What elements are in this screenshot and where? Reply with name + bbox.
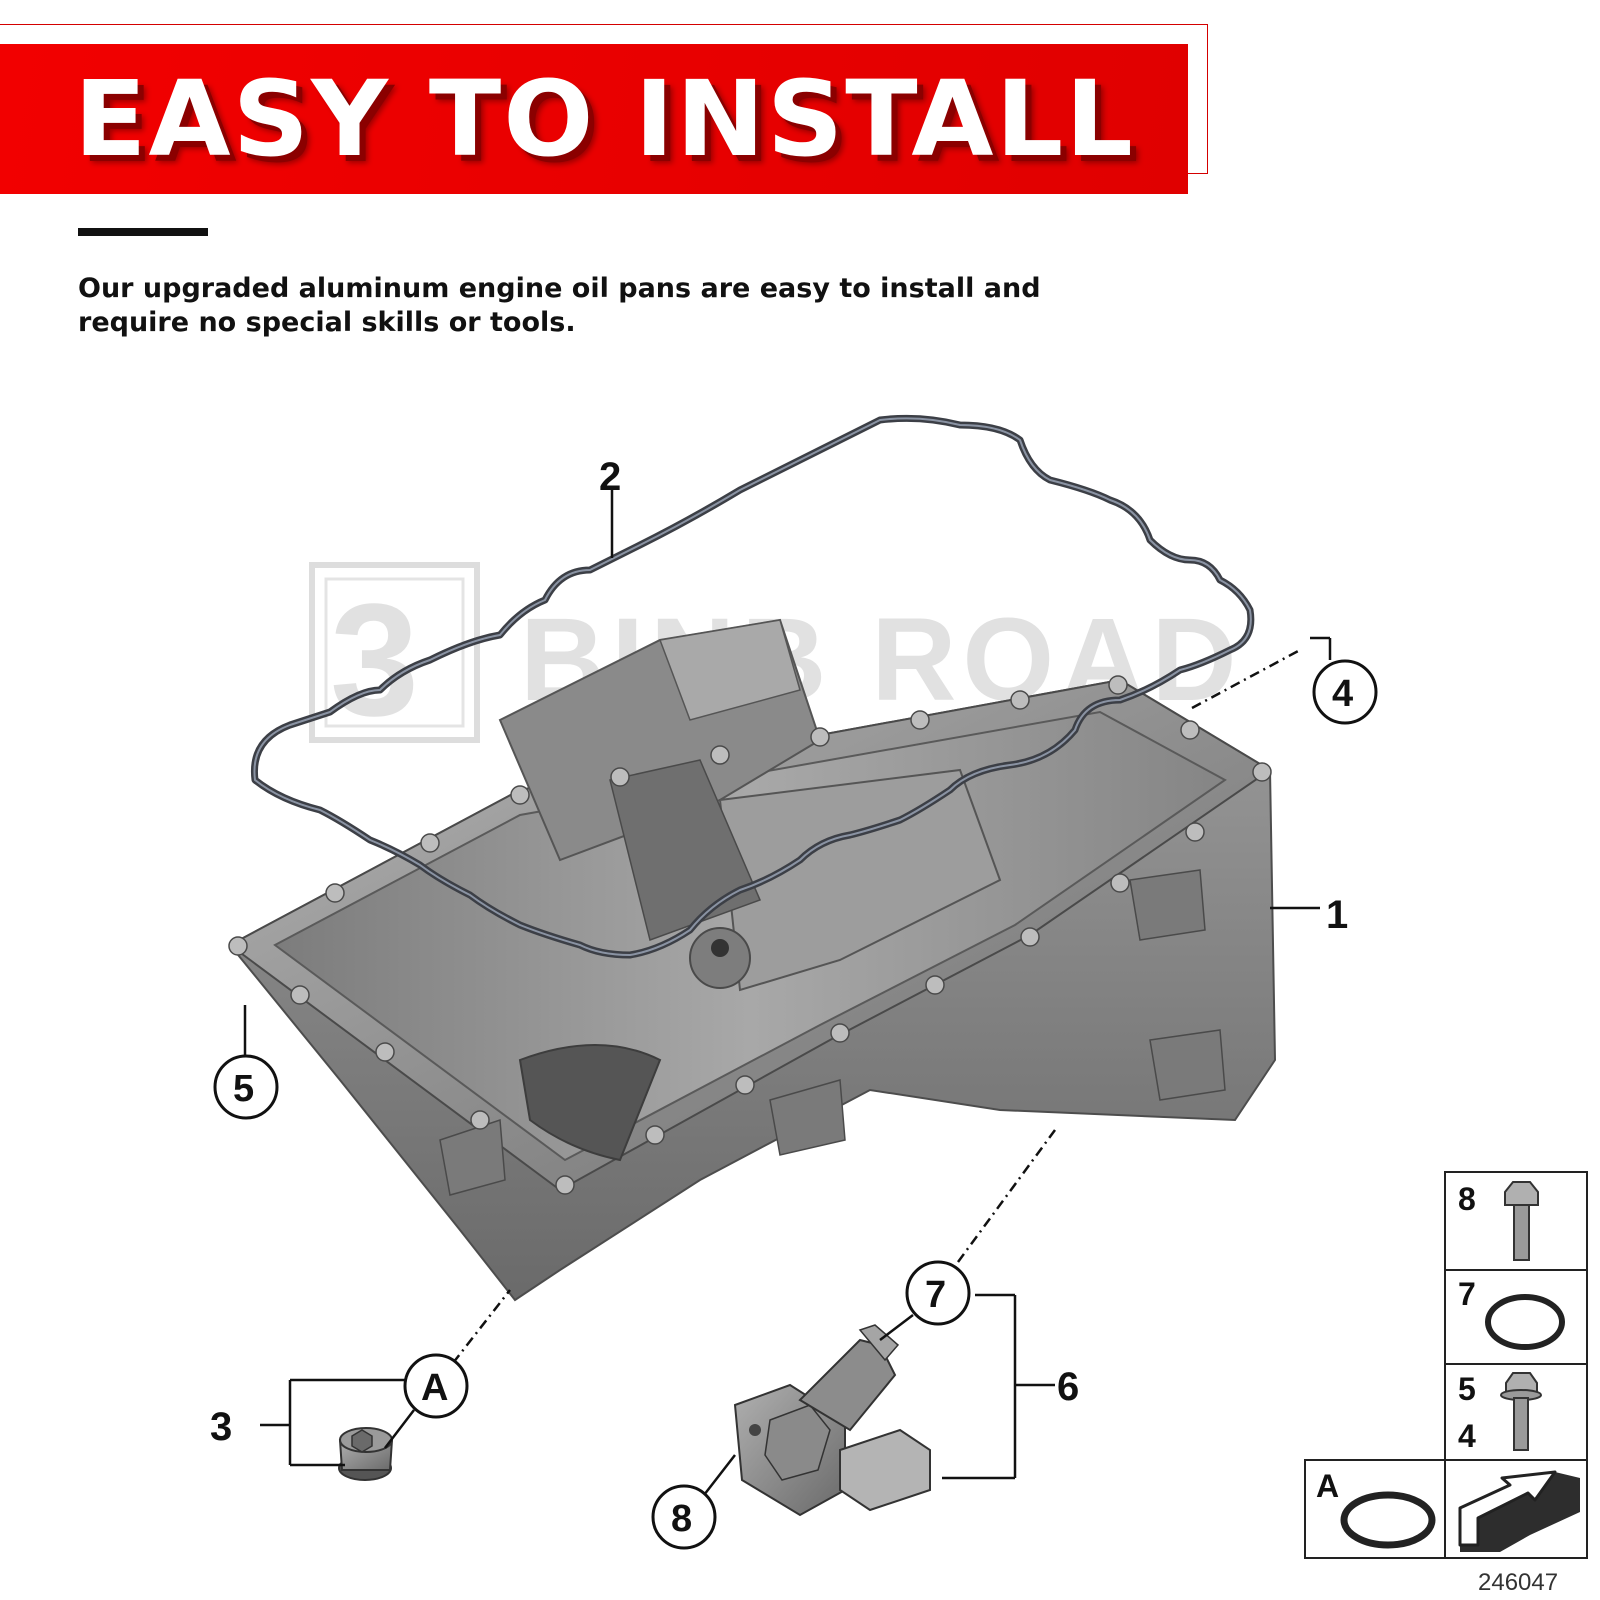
o-ring-icon — [1340, 1491, 1436, 1549]
banner-title: EASY TO INSTALL — [74, 58, 1135, 180]
leader-lines — [243, 488, 1332, 1496]
callout-sensor-bolt: 8 — [671, 1498, 692, 1540]
flange-bolt-icon — [1500, 1372, 1542, 1451]
legend-label-a: A — [1316, 1468, 1339, 1504]
banner: EASY TO INSTALL — [0, 44, 1188, 194]
callout-oil-pan: 1 — [1326, 893, 1348, 937]
oil-level-sensor-illustration — [733, 1324, 931, 1517]
callout-bolt-5: 5 — [233, 1068, 254, 1110]
drain-plug-illustration — [338, 1427, 394, 1481]
callout-drain-plug: 3 — [210, 1405, 232, 1449]
bolt-icon — [1504, 1181, 1539, 1261]
legend-label-4: 4 — [1458, 1418, 1476, 1454]
callout-gasket: 2 — [599, 455, 621, 499]
o-ring-icon — [1485, 1294, 1565, 1350]
legend-table: 8 7 5 4 A — [1304, 1171, 1588, 1559]
callout-sensor: 6 — [1057, 1365, 1079, 1409]
watermark-mark: 3 — [330, 570, 419, 749]
reference-number: 246047 — [1478, 1569, 1558, 1596]
callout-plug-seal: A — [421, 1367, 448, 1409]
legend-label-8: 8 — [1458, 1181, 1476, 1217]
callout-sensor-seal: 7 — [925, 1274, 946, 1316]
description-text: Our upgraded aluminum engine oil pans ar… — [78, 273, 1041, 338]
legend-label-5: 5 — [1458, 1371, 1476, 1407]
arrow-icon — [1458, 1470, 1580, 1552]
callout-bolt-4: 4 — [1332, 673, 1353, 715]
oil-pan-illustration — [228, 618, 1277, 1302]
callout-circles — [213, 659, 1378, 1550]
title-divider — [78, 228, 208, 236]
legend-label-7: 7 — [1458, 1276, 1476, 1312]
